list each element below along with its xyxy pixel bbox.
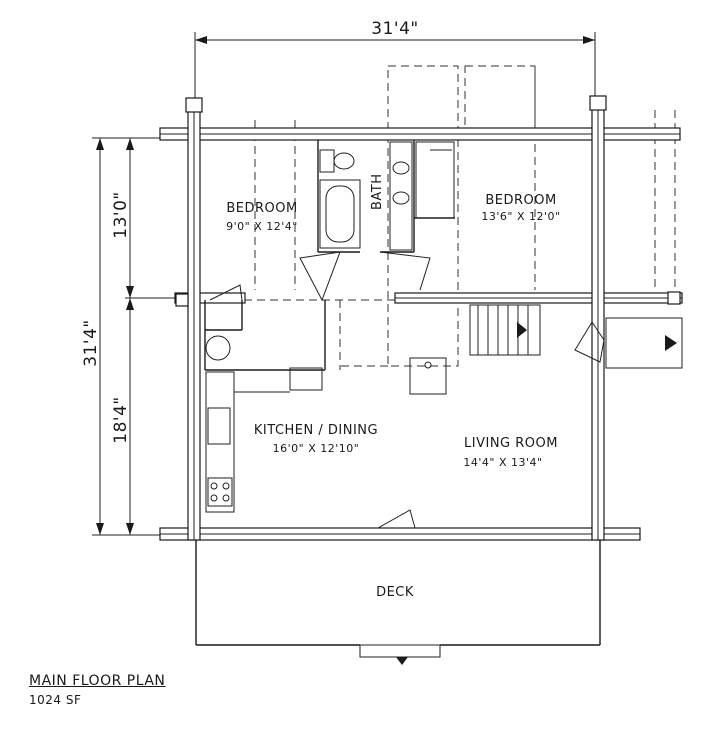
room-labels: BEDROOM 9'0" X 12'4" BATH BEDROOM 13'6" …	[226, 173, 560, 600]
overall-width-label: 31'4"	[371, 19, 418, 39]
deck-name: DECK	[376, 585, 414, 600]
kitchen-fixtures	[205, 335, 447, 513]
front-depth-label: 18'4"	[111, 396, 131, 443]
bedroom1-name: BEDROOM	[226, 201, 297, 216]
rear-depth-label: 13'0"	[111, 191, 131, 238]
stairs	[469, 304, 683, 369]
kitchen-name: KITCHEN / DINING	[254, 423, 378, 438]
bathroom-fixtures	[319, 141, 455, 251]
living-name: LIVING ROOM	[464, 436, 558, 451]
deck	[195, 540, 601, 665]
interior-walls	[204, 140, 455, 371]
bedroom2-name: BEDROOM	[485, 193, 556, 208]
bedroom2-size: 13'6" X 12'0"	[481, 210, 560, 223]
exterior-log-walls	[159, 95, 683, 541]
doors	[209, 251, 605, 529]
living-size: 14'4" X 13'4"	[463, 456, 542, 469]
plan-area: 1024 SF	[29, 693, 82, 707]
kitchen-size: 16'0" X 12'10"	[273, 442, 360, 455]
overall-depth-label: 31'4"	[81, 319, 101, 366]
overall-width-dimension: 31'4"	[194, 19, 596, 100]
bedroom1-size: 9'0" X 12'4"	[226, 220, 298, 233]
plan-title: MAIN FLOOR PLAN	[29, 673, 166, 689]
bath-name: BATH	[370, 173, 385, 210]
vertical-dimensions: 31'4" 13'0" 18'4"	[81, 137, 180, 536]
